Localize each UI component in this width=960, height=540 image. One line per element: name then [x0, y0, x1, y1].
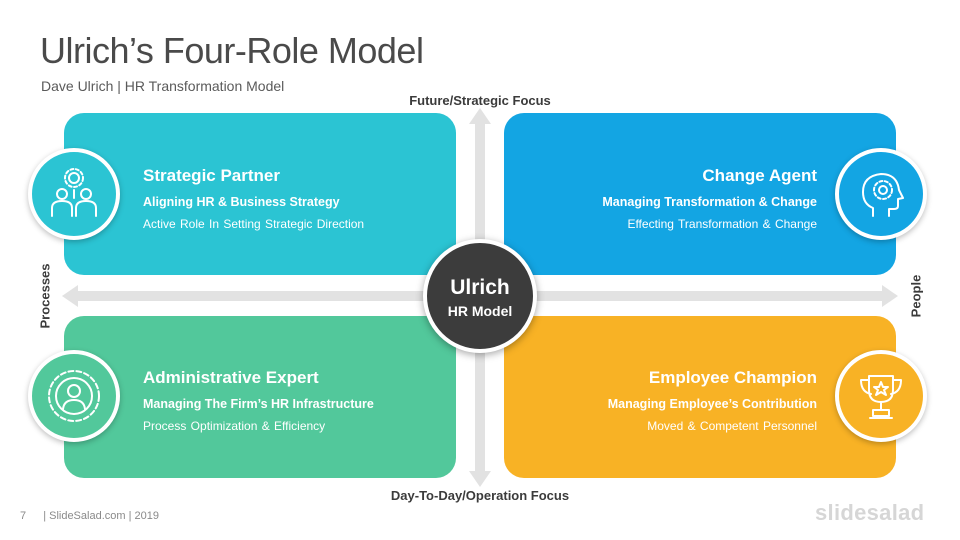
quadrant-change-agent: Change Agent Managing Transformation & C…: [504, 113, 896, 275]
axis-label-left: Processes: [37, 263, 53, 329]
center-subtitle: HR Model: [447, 303, 513, 319]
brand-logo: slidesalad: [815, 500, 925, 525]
role-subtitle: Aligning HR & Business Strategy: [143, 195, 340, 209]
trophy-icon: [835, 350, 927, 442]
role-subtitle: Managing The Firm’s HR Infrastructure: [143, 397, 374, 411]
quadrant-strategic-partner: Strategic Partner Aligning HR & Business…: [64, 113, 456, 275]
axis-label-bottom: Day-To-Day/Operation Focus: [390, 488, 570, 503]
role-description: Effecting Transformation & Change: [627, 217, 817, 231]
role-title: Employee Champion: [648, 368, 817, 387]
quadrant-text: Change Agent Managing Transformation & C…: [602, 166, 817, 231]
footer: 7 | SlideSalad.com | 2019: [20, 510, 159, 522]
role-subtitle: Managing Employee’s Contribution: [607, 397, 817, 411]
person-gear-icon: [28, 350, 120, 442]
role-title: Strategic Partner: [143, 166, 280, 185]
role-subtitle: Managing Transformation & Change: [602, 195, 817, 209]
axis-label-top: Future/Strategic Focus: [409, 93, 551, 108]
center-hub: Ulrich HR Model: [423, 239, 537, 353]
axis-label-right: People: [908, 274, 924, 318]
slide-subtitle: Dave Ulrich | HR Transformation Model: [41, 78, 285, 94]
team-gear-icon: [28, 148, 120, 240]
quadrant-administrative-expert: Administrative Expert Managing The Firm’…: [64, 316, 456, 478]
role-description: Moved & Competent Personnel: [647, 419, 817, 433]
quadrant-text: Employee Champion Managing Employee’s Co…: [608, 368, 817, 433]
role-description: Active Role In Setting Strategic Directi…: [143, 217, 365, 231]
footer-credit: | SlideSalad.com | 2019: [43, 510, 159, 522]
quadrant-employee-champion: Employee Champion Managing Employee’s Co…: [504, 316, 896, 478]
role-title: Administrative Expert: [143, 368, 319, 387]
role-description: Process Optimization & Efficiency: [143, 419, 326, 433]
head-gear-icon: [835, 148, 927, 240]
center-title: Ulrich: [450, 276, 510, 299]
slide-title: Ulrich’s Four-Role Model: [40, 30, 424, 71]
quadrant-text: Administrative Expert Managing The Firm’…: [143, 368, 374, 433]
page-number: 7: [20, 510, 27, 522]
role-title: Change Agent: [702, 166, 817, 185]
quadrant-text: Strategic Partner Aligning HR & Business…: [143, 166, 364, 231]
